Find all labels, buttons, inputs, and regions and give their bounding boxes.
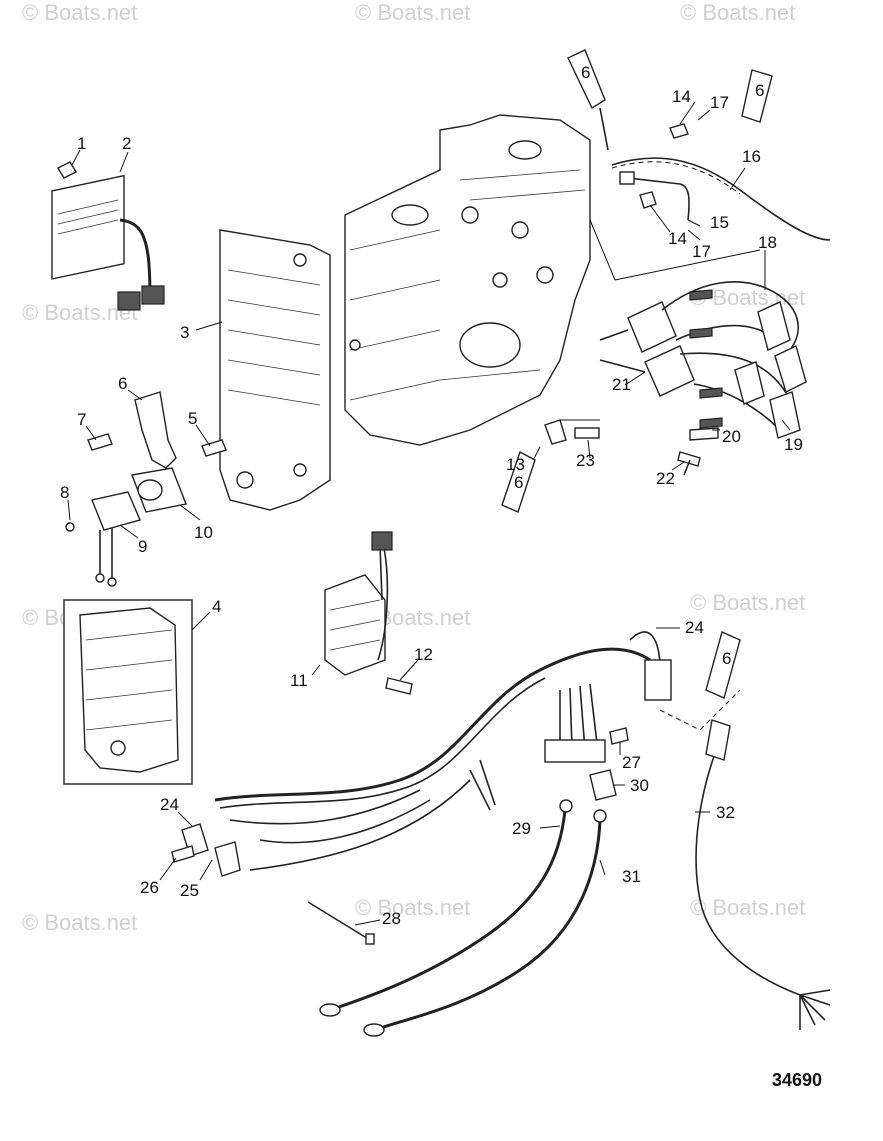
tube-label: 6: [755, 81, 764, 100]
part-screw-27: [609, 727, 629, 745]
callout-22: 22: [656, 469, 675, 488]
part-module-2: [51, 174, 165, 311]
part-screw-12: [385, 677, 413, 695]
part-boot-30: [589, 769, 617, 801]
part-sleeve-23: [574, 427, 600, 439]
part-bracket-11: [311, 531, 393, 676]
tube-label: 6: [581, 63, 590, 82]
part-cable-29: [319, 799, 573, 1017]
part-cable-16: [611, 157, 831, 241]
part-tube-top-left: 6: [567, 49, 609, 151]
callout-7: 7: [77, 410, 86, 429]
callout-4: 4: [212, 597, 221, 616]
callout-2: 2: [122, 134, 131, 153]
part-screw-1: [57, 149, 81, 179]
part-engine-block: [344, 114, 591, 446]
callout-18: 18: [758, 233, 777, 252]
callout-17b: 17: [692, 242, 711, 261]
callout-24a: 24: [685, 618, 704, 637]
callout-23: 23: [576, 451, 595, 470]
part-screw-26: [171, 845, 195, 863]
callout-9: 9: [138, 537, 147, 556]
part-clip-14: [639, 123, 689, 209]
callout-numbers: 1 2 3 4 5 6 7 8 9 10 11 12 13 14 14 15 1…: [60, 87, 803, 928]
part-spark-plug-20: [689, 427, 719, 441]
watermark: © Boats.net: [355, 0, 470, 25]
callout-8: 8: [60, 483, 69, 502]
callout-1: 1: [77, 134, 86, 153]
drawing-number: 34690: [772, 1070, 822, 1090]
part-clamp-25: [177, 811, 241, 877]
part-harness-24: [214, 627, 741, 871]
watermark: © Boats.net: [355, 895, 470, 920]
part-solenoid-9: [91, 491, 141, 587]
leader-lines: [67, 101, 791, 926]
callout-3: 3: [180, 323, 189, 342]
part-cable-31: [363, 809, 607, 1037]
callout-29: 29: [512, 819, 531, 838]
part-bracket-4-box: [63, 599, 211, 785]
callout-19: 19: [784, 435, 803, 454]
part-bracket-lines: [589, 219, 761, 281]
part-ignition-coils: [560, 281, 807, 439]
part-washer-8: [65, 522, 75, 532]
callout-20: 20: [722, 427, 741, 446]
callout-31: 31: [622, 867, 641, 886]
callout-25: 25: [180, 881, 199, 900]
callout-26: 26: [140, 878, 159, 897]
callout-13: 13: [506, 455, 525, 474]
callout-17a: 17: [710, 93, 729, 112]
callout-27: 27: [622, 753, 641, 772]
callout-12: 12: [414, 645, 433, 664]
callout-16: 16: [742, 147, 761, 166]
watermark: © Boats.net: [690, 895, 805, 920]
callout-14a: 14: [672, 87, 691, 106]
callout-6: 6: [118, 374, 127, 393]
watermark: © Boats.net: [680, 0, 795, 25]
watermark: © Boats.net: [22, 910, 137, 935]
part-bracket-6: [134, 391, 177, 469]
part-tie-28: [307, 901, 375, 945]
part-cable-32: [695, 719, 831, 1030]
part-sender-15: [619, 171, 690, 221]
part-holder-10: [131, 467, 187, 513]
part-screw-22: [677, 451, 701, 476]
callout-30: 30: [630, 776, 649, 795]
tube-label: 6: [722, 649, 731, 668]
watermark: © Boats.net: [22, 0, 137, 25]
callout-32: 32: [716, 803, 735, 822]
callout-10: 10: [194, 523, 213, 542]
callout-21: 21: [612, 375, 631, 394]
callout-11: 11: [290, 671, 308, 690]
tube-label: 6: [514, 473, 523, 492]
callout-5: 5: [188, 409, 197, 428]
part-screw-7: [87, 433, 113, 451]
watermark: © Boats.net: [690, 590, 805, 615]
callout-24b: 24: [160, 795, 179, 814]
part-tube-top-right: 6: [741, 69, 773, 123]
part-screw-5: [201, 439, 227, 457]
callout-15: 15: [710, 213, 729, 232]
part-tube-13: 6: [501, 450, 536, 513]
part-tube-24: 6: [705, 631, 741, 699]
callout-14b: 14: [668, 229, 687, 248]
part-bracket-3: [195, 229, 331, 511]
callout-28: 28: [382, 909, 401, 928]
